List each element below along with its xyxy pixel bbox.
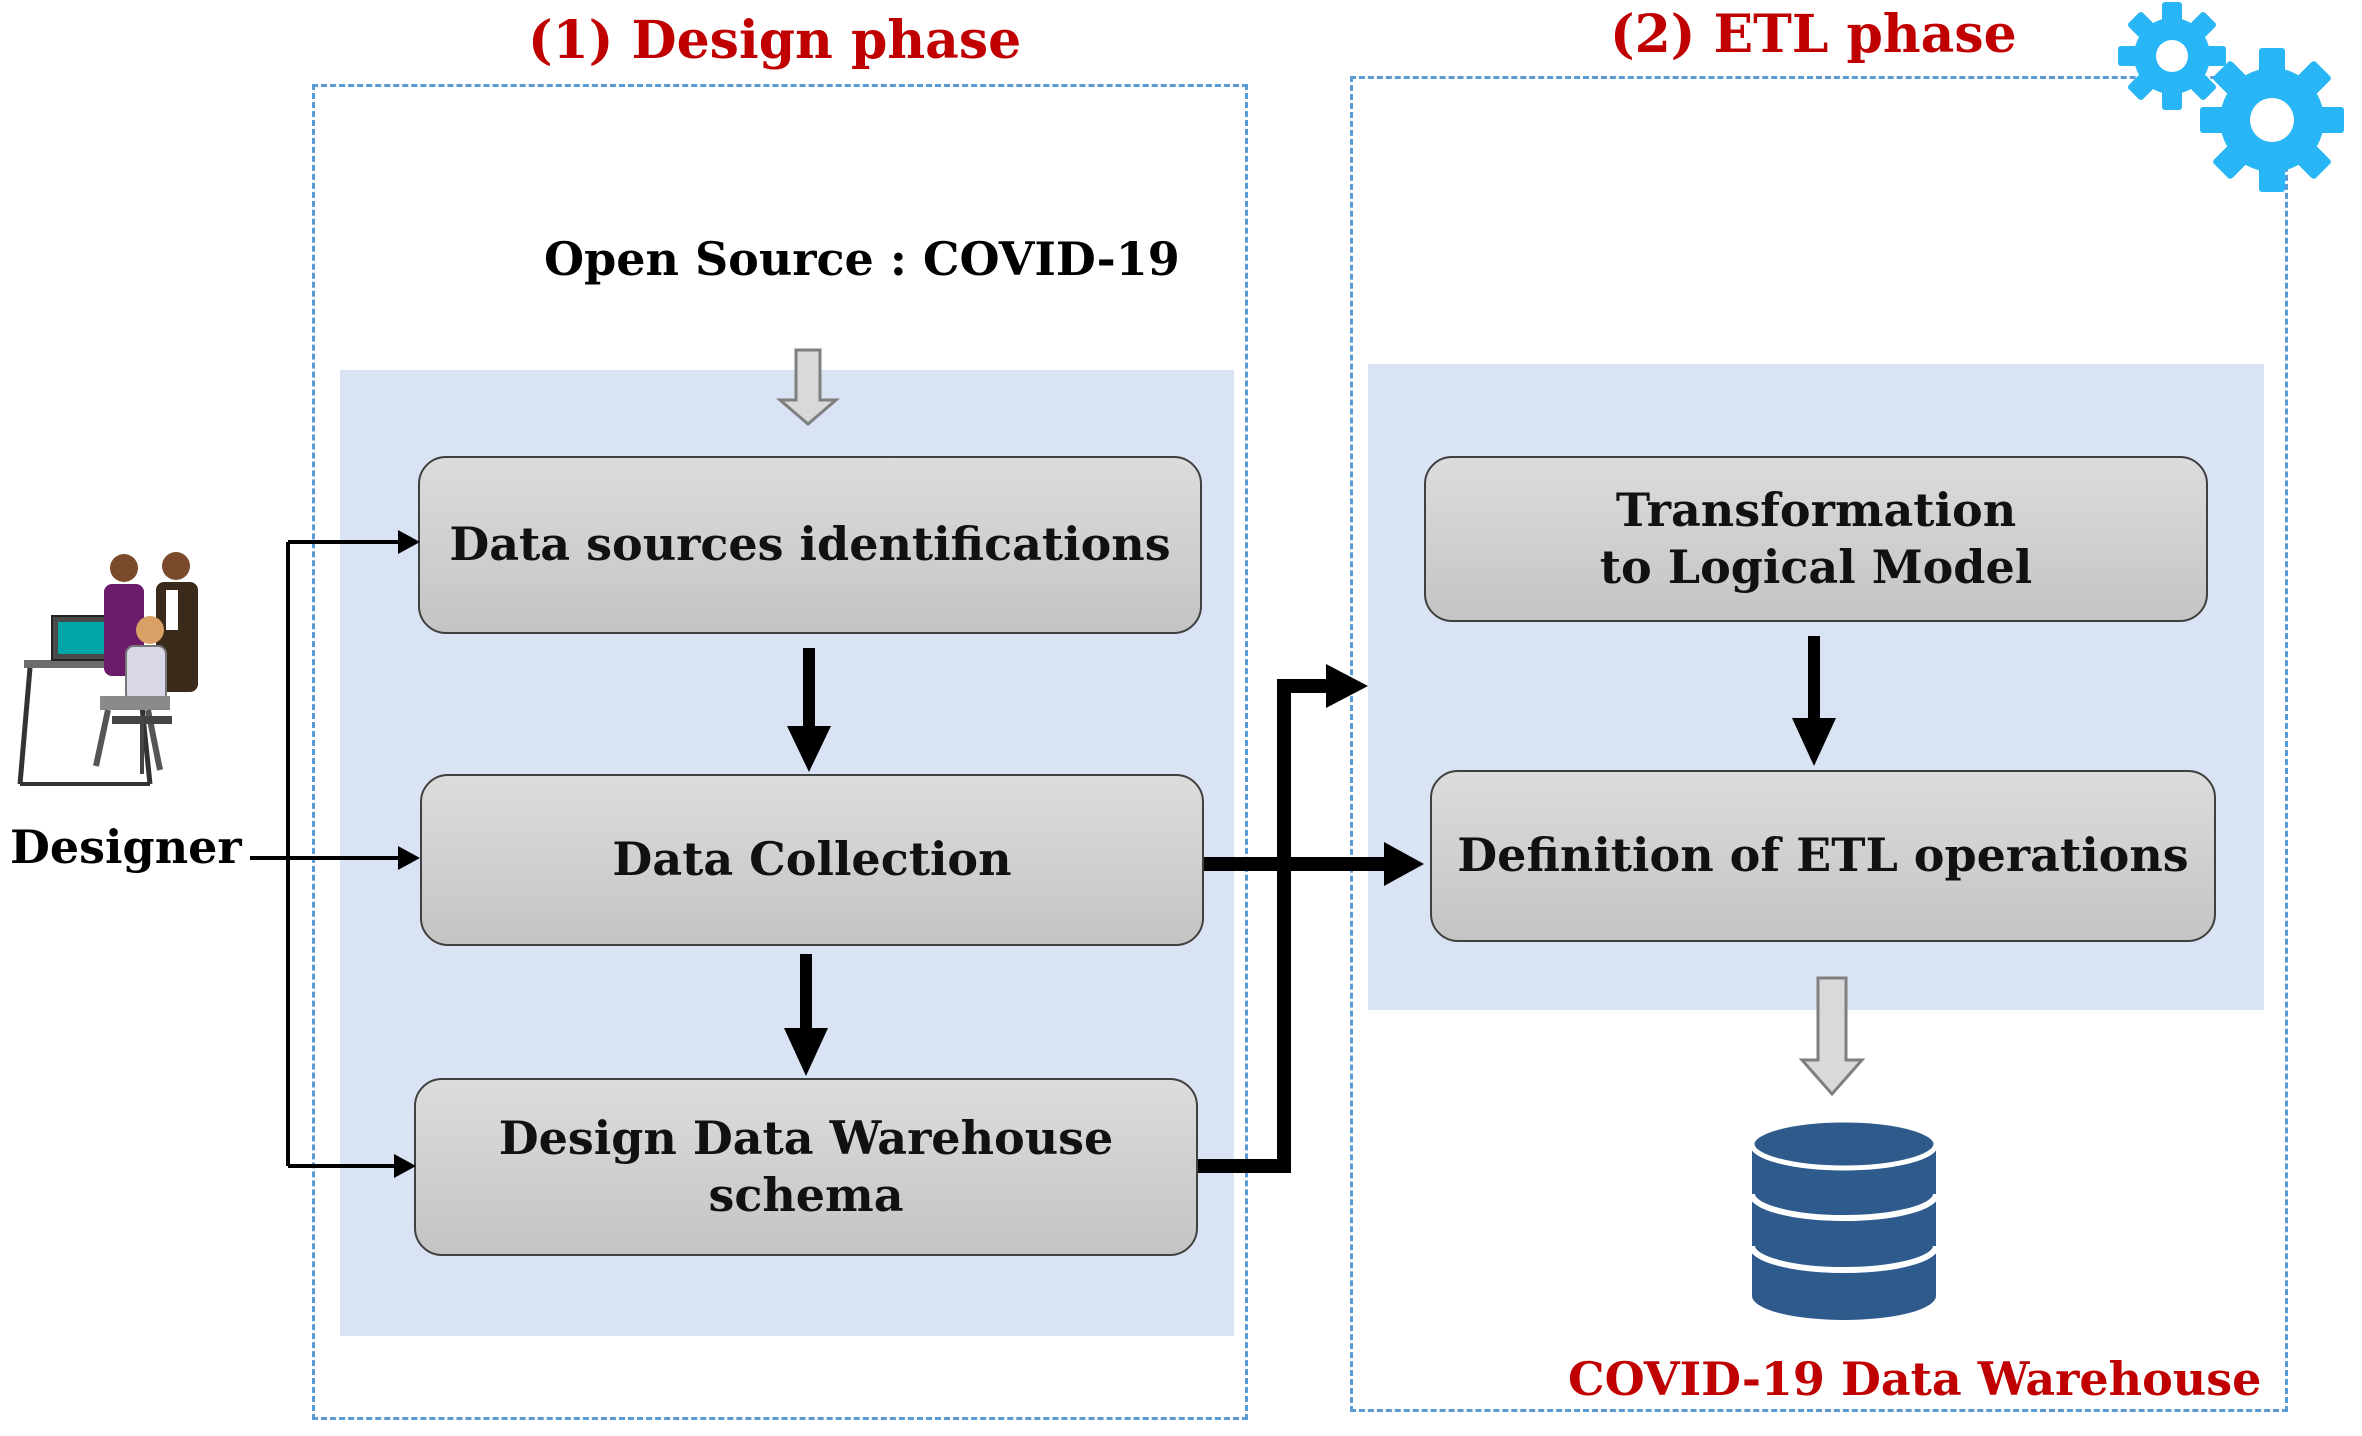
arrow-collection-to-schema (784, 954, 828, 1076)
source-arrow (775, 348, 841, 426)
arrow-to-collection (398, 846, 420, 870)
source-label: Open Source : COVID-19 (544, 232, 1180, 286)
step-label: Data Collection (612, 832, 1012, 887)
designer-label: Designer (10, 820, 242, 874)
step-data-sources-identifications: Data sources identifications (418, 456, 1202, 634)
arrow-collection-to-etl (1204, 842, 1424, 886)
step-label-line2: to Logical Model (1599, 540, 2033, 594)
step-label: Data sources identifications (449, 517, 1171, 572)
arrow-to-schema (394, 1154, 416, 1178)
arrow-identification-to-collection (787, 648, 831, 772)
etl-phase-title: (2) ETL phase (1610, 4, 2017, 65)
design-phase-title: (1) Design phase (528, 10, 1022, 71)
warehouse-label: COVID-19 Data Warehouse (1568, 1352, 2262, 1406)
etl-phase-frame (1350, 76, 2288, 1412)
step-data-collection: Data Collection (420, 774, 1204, 946)
step-label: Definition of ETL operations (1457, 828, 2189, 883)
designer-bracket (250, 540, 408, 1168)
arrow-to-identification (398, 530, 420, 554)
design-phase-frame (312, 84, 1248, 1420)
gears-icon (2118, 2, 2344, 192)
step-label-line1: Transformation (1615, 482, 2017, 537)
arrow-transformation-to-definition (1792, 636, 1836, 766)
step-transformation-logical-model: Transformation to Logical Model (1424, 456, 2208, 622)
step-label: Design Data Warehouse schema (498, 1110, 1114, 1223)
step-definition-etl-operations: Definition of ETL operations (1430, 770, 2216, 942)
arrow-schema-to-etl (1198, 664, 1368, 1173)
etl-to-warehouse-arrow (1798, 976, 1866, 1097)
database-icon (1749, 1117, 1939, 1320)
step-design-dw-schema: Design Data Warehouse schema (414, 1078, 1198, 1256)
designer-figure-icon (17, 552, 198, 786)
